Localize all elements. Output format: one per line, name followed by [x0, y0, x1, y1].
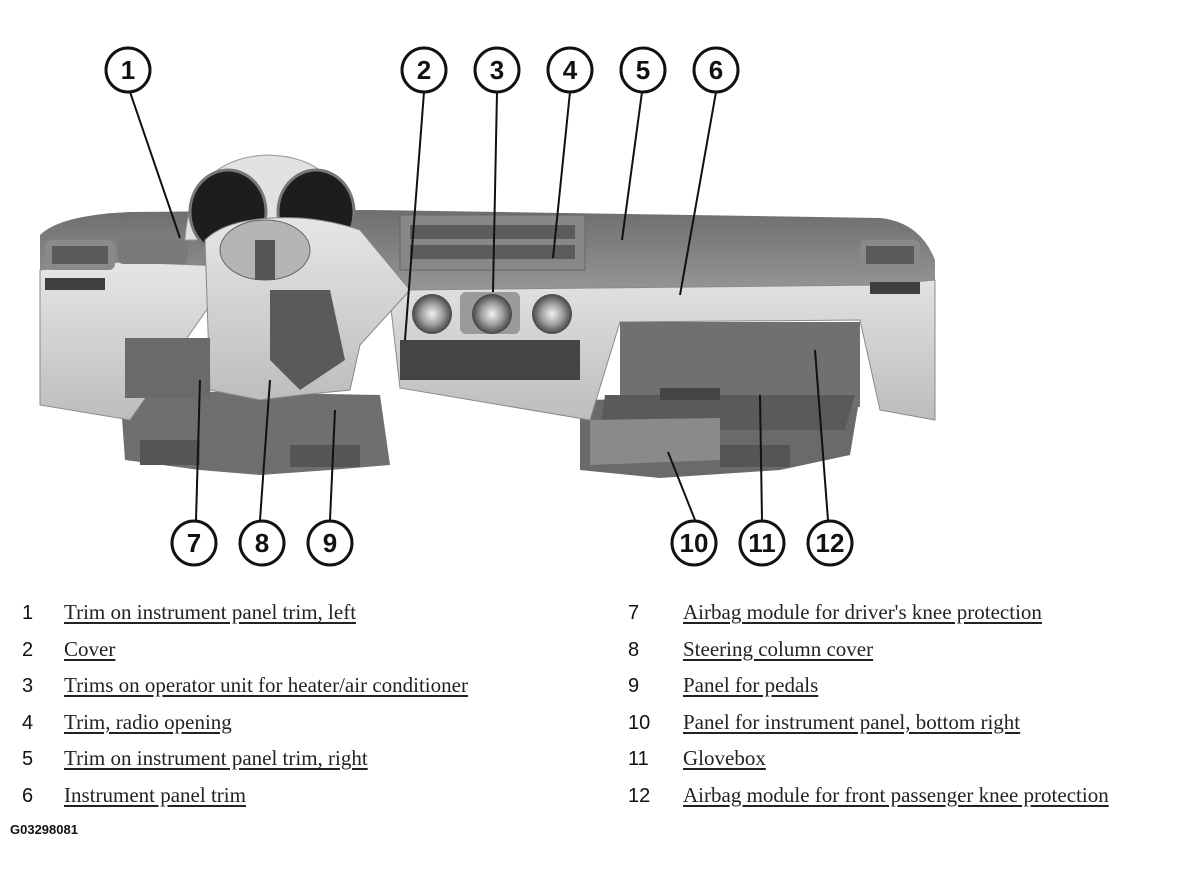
- legend-item: 4 Trim, radio opening: [22, 710, 582, 747]
- legend-number: 6: [22, 784, 34, 807]
- legend-link[interactable]: Glovebox: [683, 746, 766, 770]
- svg-text:2: 2: [417, 55, 431, 85]
- svg-text:7: 7: [187, 528, 201, 558]
- legend-number: 1: [22, 602, 34, 624]
- callout-3: 3: [473, 46, 521, 94]
- legend-item: 11 Glovebox: [628, 746, 1188, 783]
- steering-column: [204, 217, 411, 401]
- leader-lines: [129, 91, 829, 521]
- callout-8: 8: [238, 519, 286, 567]
- svg-text:9: 9: [323, 528, 337, 558]
- legend-number: 10: [628, 711, 651, 734]
- svg-text:4: 4: [563, 55, 578, 85]
- legend-link[interactable]: Panel for pedals: [683, 673, 819, 697]
- legend-link[interactable]: Steering column cover: [683, 636, 874, 661]
- right-vent: [860, 240, 920, 294]
- callout-10: 10: [670, 519, 718, 567]
- svg-text:3: 3: [490, 55, 504, 85]
- legend-number: 5: [22, 748, 34, 770]
- legend-number: 11: [628, 748, 649, 770]
- legend-link[interactable]: Airbag module for driver's knee protecti…: [683, 600, 1042, 624]
- legend-number: 7: [628, 602, 640, 624]
- callout-6: 6: [692, 46, 740, 94]
- passenger-knee-airbag: [620, 322, 860, 407]
- legend-link[interactable]: Instrument panel trim: [64, 782, 246, 807]
- legend-link[interactable]: Trim on instrument panel trim, right: [64, 746, 368, 770]
- legend-column-left: 1 Trim on instrument panel trim, left 2 …: [22, 600, 582, 819]
- legend-link[interactable]: Trim, radio opening: [64, 709, 232, 734]
- legend-number: 8: [628, 638, 640, 661]
- legend-number: 4: [22, 711, 34, 734]
- legend-item: 8 Steering column cover: [628, 637, 1188, 674]
- legend-number: 9: [628, 675, 640, 697]
- callout-5: 5: [619, 46, 667, 94]
- legend-item: 12 Airbag module for front passenger kne…: [628, 783, 1188, 820]
- legend-link[interactable]: Airbag module for front passenger knee p…: [683, 782, 1109, 807]
- legend-item: 7 Airbag module for driver's knee protec…: [628, 600, 1188, 637]
- legend-item: 1 Trim on instrument panel trim, left: [22, 600, 582, 637]
- svg-text:6: 6: [709, 55, 723, 85]
- svg-text:5: 5: [636, 55, 650, 85]
- legend-item: 2 Cover: [22, 637, 582, 674]
- callout-7: 7: [170, 519, 218, 567]
- callout-2: 2: [400, 46, 448, 94]
- legend-number: 2: [22, 638, 34, 661]
- legend-link[interactable]: Trims on operator unit for heater/air co…: [64, 673, 468, 697]
- legend-link[interactable]: Panel for instrument panel, bottom right: [683, 709, 1021, 734]
- svg-text:11: 11: [748, 528, 776, 558]
- legend-number: 3: [22, 675, 34, 697]
- callout-12: 12: [806, 519, 854, 567]
- legend-item: 5 Trim on instrument panel trim, right: [22, 746, 582, 783]
- legend-item: 6 Instrument panel trim: [22, 783, 582, 820]
- legend-number: 12: [628, 784, 651, 807]
- dashboard-illustration: 1 2 3 4 5 6 7 8: [39, 46, 936, 567]
- svg-text:10: 10: [680, 528, 709, 558]
- legend-link[interactable]: Cover: [64, 636, 116, 661]
- svg-text:12: 12: [816, 528, 845, 558]
- callout-1: 1: [104, 46, 152, 94]
- driver-knee-airbag: [125, 338, 210, 398]
- dashboard-diagram: 1 2 3 4 5 6 7 8: [39, 46, 936, 567]
- legend-item: 3 Trims on operator unit for heater/air …: [22, 673, 582, 710]
- left-vent: [45, 238, 188, 290]
- legend-item: 10 Panel for instrument panel, bottom ri…: [628, 710, 1188, 747]
- callout-11: 11: [738, 519, 786, 567]
- svg-text:8: 8: [255, 528, 269, 558]
- legend-link[interactable]: Trim on instrument panel trim, left: [64, 600, 357, 624]
- legend-item: 9 Panel for pedals: [628, 673, 1188, 710]
- legend-column-right: 7 Airbag module for driver's knee protec…: [628, 600, 1188, 819]
- center-stack: [399, 214, 586, 380]
- figure-code: G03298081: [10, 822, 78, 837]
- callout-9: 9: [306, 519, 354, 567]
- bottom-right-panel: [590, 418, 720, 465]
- callout-4: 4: [546, 46, 594, 94]
- svg-text:1: 1: [121, 55, 135, 85]
